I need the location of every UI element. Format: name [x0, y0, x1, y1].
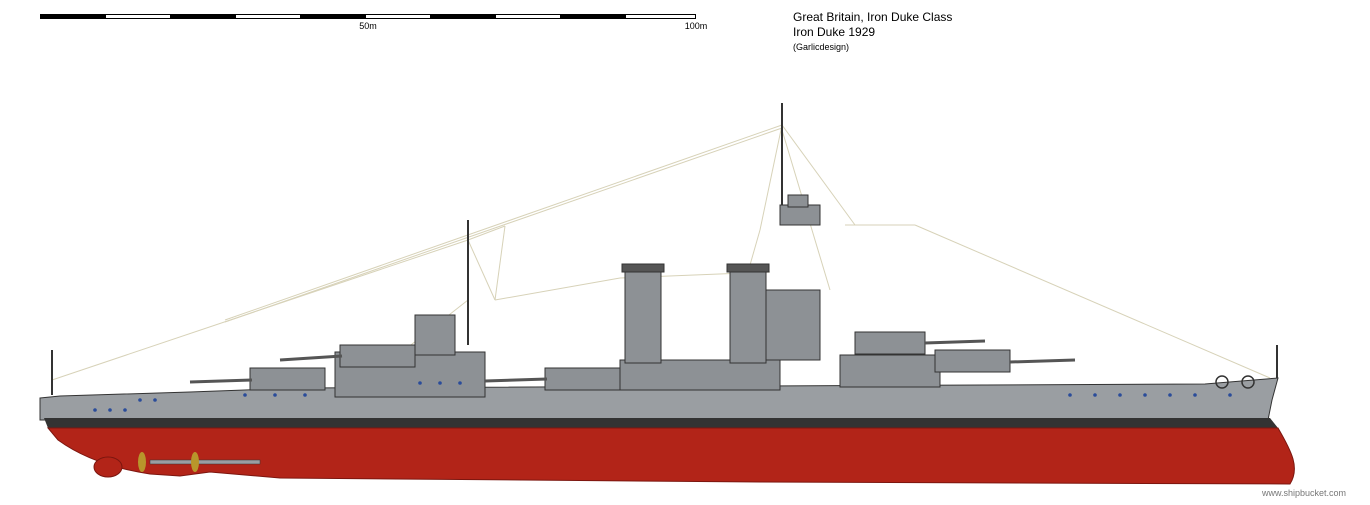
gun-barrel: [1009, 358, 1076, 364]
gun-barrel: [484, 377, 548, 383]
gun-barrel: [189, 378, 253, 384]
hull-lower-red: [46, 427, 1295, 485]
stay-wire: [759, 124, 783, 231]
watermark: www.shipbucket.com: [1262, 488, 1347, 498]
funnel-fore-cap: [726, 263, 770, 273]
forecastle-deck: [839, 354, 941, 388]
anchor-icon: [1241, 375, 1255, 389]
aerial-wire: [224, 124, 783, 321]
stay-wire: [494, 277, 621, 301]
portholes: [93, 381, 1232, 412]
spotting-top: [787, 194, 809, 208]
turret-a: [934, 349, 1011, 373]
stay-wire: [914, 224, 1271, 379]
scale-segment: [625, 14, 696, 19]
turret-q: [544, 367, 621, 391]
masts: [51, 103, 1278, 395]
scale-bar: 50m 100m: [40, 14, 707, 34]
boot-topping: [44, 418, 1278, 428]
title-block: Great Britain, Iron Duke Class Iron Duke…: [793, 10, 952, 54]
propellers: [138, 452, 261, 472]
gun-barrels: [189, 339, 1076, 384]
rigging: [51, 124, 1271, 386]
funnels: [621, 263, 770, 364]
stay-wire: [467, 239, 496, 301]
scale-label-50m: 50m: [359, 21, 377, 31]
ship-name-year: Iron Duke 1929: [793, 25, 876, 39]
funnel-fore: [729, 267, 767, 364]
turrets: [249, 331, 1011, 391]
forward-superstructure: [759, 289, 821, 361]
stay-wire: [781, 124, 856, 226]
turret-y: [249, 367, 326, 391]
propeller-icon: [138, 452, 146, 472]
gun-barrel: [924, 339, 986, 345]
gun-barrel: [279, 354, 343, 362]
funnel-aft-cap: [621, 263, 665, 273]
designer-credit: (Garlicdesign): [793, 42, 850, 52]
ship-class-title: Great Britain, Iron Duke Class: [793, 10, 953, 24]
rudder: [93, 456, 123, 478]
anchor-icon: [1215, 375, 1229, 389]
funnel-aft: [624, 267, 662, 364]
stay-wire: [467, 225, 506, 241]
bridge-block: [414, 314, 456, 356]
turret-b: [854, 331, 926, 355]
conning-deck: [779, 204, 821, 226]
aerial-wire: [224, 127, 783, 323]
turret-x: [339, 344, 416, 368]
scale-label-100m: 100m: [684, 21, 708, 31]
propeller-icon: [191, 452, 199, 472]
prop-shaft: [149, 459, 261, 465]
midships-deck: [619, 359, 781, 391]
stay-wire: [494, 225, 506, 301]
